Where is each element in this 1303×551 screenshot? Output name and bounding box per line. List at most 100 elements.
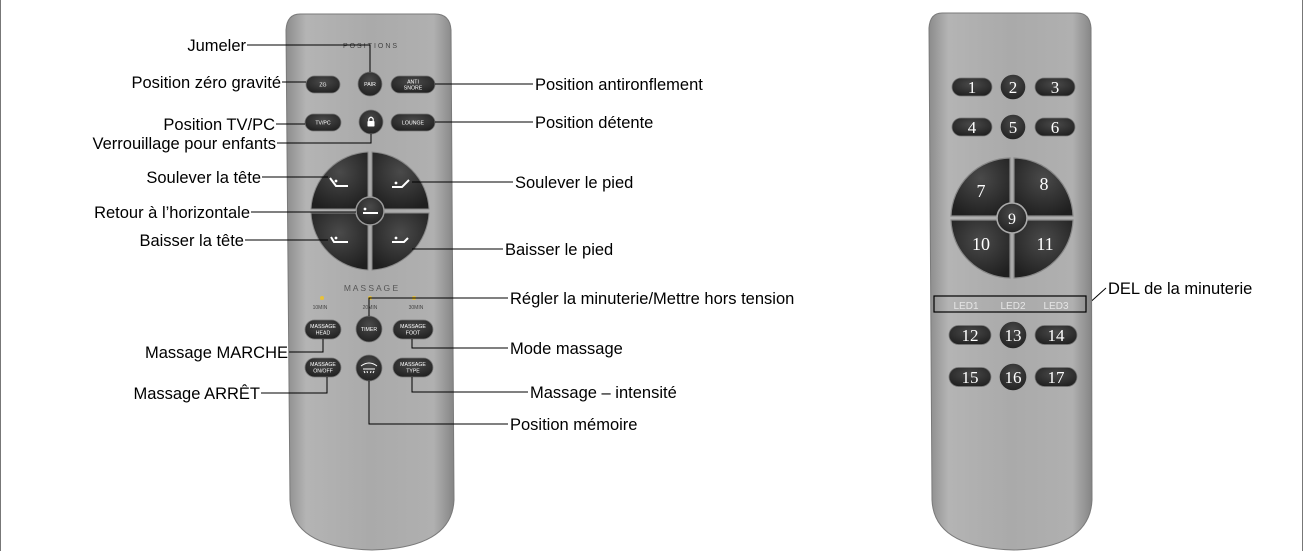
anti-snore-button[interactable]: ANTI SNORE <box>390 75 436 94</box>
button-13-label: 13 <box>1005 326 1022 345</box>
label-timer: Régler la minuterie/Mettre hors tension <box>510 290 794 308</box>
button-8-label: 8 <box>1040 174 1049 194</box>
label-head-down: Baisser la tête <box>139 232 244 250</box>
leader-massage-intensity <box>411 377 528 393</box>
button-11[interactable] <box>1013 219 1074 279</box>
button-7-label: 7 <box>977 181 986 201</box>
label-zero-gravity: Position zéro gravité <box>132 74 282 92</box>
button-9[interactable] <box>996 202 1028 234</box>
button-3[interactable]: 3 <box>1034 77 1076 97</box>
leader-massage-on <box>289 339 324 353</box>
anti-snore-label-2: SNORE <box>404 86 423 92</box>
zg-button-label: ZG <box>319 83 326 89</box>
button-1[interactable]: 1 <box>951 77 993 97</box>
remote-2-body <box>928 12 1093 551</box>
led-3: LED3 <box>1043 301 1068 312</box>
lounge-button-label: LOUNGE <box>402 121 424 127</box>
label-child-lock: Verrouillage pour enfants <box>93 135 276 153</box>
button-15-label: 15 <box>962 368 979 387</box>
zg-button[interactable]: ZG <box>305 75 341 94</box>
left-border <box>0 0 1 551</box>
massage-onoff-label-2: ON/OFF <box>313 369 333 375</box>
timer-10min: 10MIN <box>313 305 328 311</box>
child-lock-button[interactable] <box>358 109 384 135</box>
button-7[interactable] <box>950 157 1011 217</box>
button-10-label: 10 <box>972 234 990 254</box>
memory-button[interactable] <box>355 354 383 382</box>
led-strip-box <box>933 295 1087 313</box>
button-14-label: 14 <box>1048 326 1066 345</box>
head-down-icon <box>330 236 348 243</box>
button-1-label: 1 <box>968 78 977 97</box>
button-17[interactable]: 17 <box>1034 367 1078 388</box>
massage-type-button[interactable]: MASSAGE TYPE <box>392 357 434 378</box>
button-2-label: 2 <box>1009 78 1018 97</box>
massage-header: M A S S A G E <box>344 283 399 293</box>
button-10[interactable] <box>950 219 1011 279</box>
massage-onoff-label-1: MASSAGE <box>310 362 336 368</box>
massage-onoff-button[interactable]: MASSAGE ON/OFF <box>304 357 342 378</box>
leader-lines <box>245 44 1107 425</box>
massage-type-label-2: TYPE <box>406 369 420 375</box>
button-4[interactable]: 4 <box>951 117 993 137</box>
head-up-button[interactable] <box>310 151 369 210</box>
leader-jumeler <box>247 44 371 72</box>
label-tvpc: Position TV/PC <box>163 116 275 134</box>
label-memory: Position mémoire <box>510 416 637 434</box>
button-8[interactable] <box>1013 157 1074 217</box>
massage-head-label-1: MASSAGE <box>310 324 336 330</box>
massage-foot-label-1: MASSAGE <box>400 324 426 330</box>
label-flat: Retour à l’horizontale <box>94 204 250 222</box>
leader-timer <box>368 297 508 316</box>
button-2[interactable]: 2 <box>999 73 1027 101</box>
massage-head-label-2: HEAD <box>316 331 331 337</box>
button-4-label: 4 <box>968 118 977 137</box>
button-5-label: 5 <box>1009 118 1018 137</box>
label-head-up: Soulever la tête <box>146 169 261 187</box>
massage-head-button[interactable]: MASSAGE HEAD <box>304 319 342 340</box>
label-massage-off: Massage ARRÊT <box>133 384 260 403</box>
led-strip: LED1 LED2 LED3 <box>933 295 1087 313</box>
label-massage-mode: Mode massage <box>510 340 623 358</box>
dial <box>950 157 1074 279</box>
button-9-label: 9 <box>1008 211 1016 228</box>
label-massage-intensity: Massage – intensité <box>530 384 677 402</box>
label-lounge: Position détente <box>535 114 653 132</box>
button-12-label: 12 <box>962 326 979 345</box>
button-3-label: 3 <box>1051 78 1060 97</box>
leader-memory <box>368 381 508 425</box>
label-foot-down: Baisser le pied <box>505 241 613 259</box>
lock-icon <box>367 116 375 127</box>
tvpc-button-label: TV/PC <box>315 121 331 127</box>
timer-button[interactable]: TIMER <box>355 315 383 343</box>
button-16[interactable]: 16 <box>998 362 1028 392</box>
button-6[interactable]: 6 <box>1034 117 1076 137</box>
massage-foot-button[interactable]: MASSAGE FOOT <box>392 319 434 340</box>
flat-button[interactable] <box>355 196 385 226</box>
label-massage-on: Massage MARCHE <box>145 344 288 362</box>
timer-button-label: TIMER <box>361 327 377 333</box>
foot-down-icon <box>392 236 409 243</box>
lounge-button[interactable]: LOUNGE <box>390 113 436 132</box>
timer-30min: 30MIN <box>409 305 424 311</box>
button-5[interactable]: 5 <box>999 113 1027 141</box>
led-2: LED2 <box>1000 301 1025 312</box>
button-13[interactable]: 13 <box>998 320 1028 350</box>
memory-icon <box>360 362 378 374</box>
led-1: LED1 <box>953 301 978 312</box>
button-16-label: 16 <box>1005 368 1022 387</box>
tvpc-button[interactable]: TV/PC <box>304 113 342 132</box>
button-14[interactable]: 14 <box>1034 325 1078 346</box>
button-15[interactable]: 15 <box>948 367 992 388</box>
foot-up-button[interactable] <box>371 151 430 210</box>
anti-snore-label-1: ANTI <box>407 80 419 86</box>
positions-header: POSITIONS <box>343 43 399 50</box>
callout-labels: Jumeler Position zéro gravité Position T… <box>93 37 1253 434</box>
pair-button[interactable]: PAIR <box>357 71 383 97</box>
label-foot-up: Soulever le pied <box>515 174 633 192</box>
button-12[interactable]: 12 <box>948 325 992 346</box>
timer-20min: 20MIN <box>363 305 378 311</box>
remote-1-body <box>285 13 455 551</box>
